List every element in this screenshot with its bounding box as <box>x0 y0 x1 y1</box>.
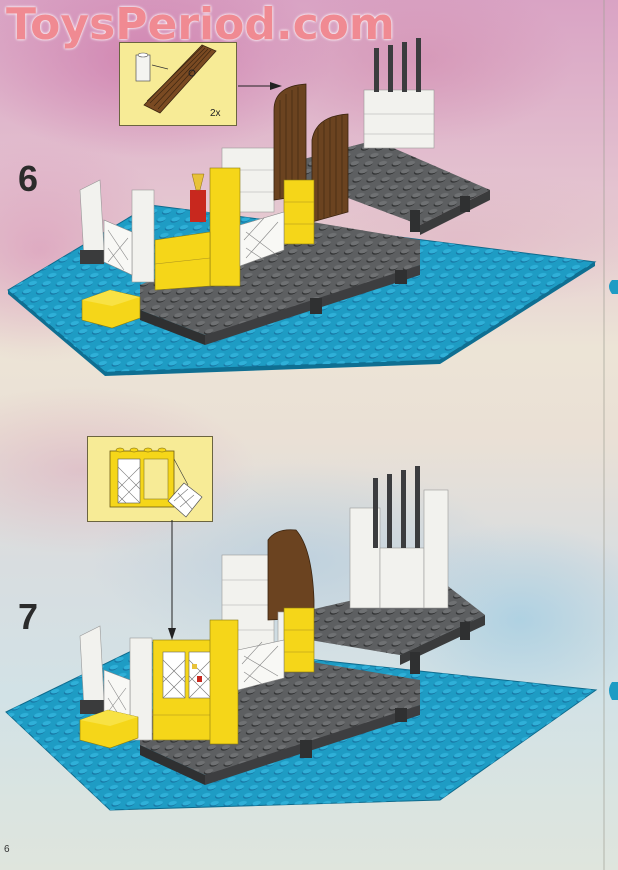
next-page-edge <box>609 280 618 294</box>
yellow-pillar <box>209 167 241 287</box>
step-7-parts-inset <box>87 436 213 522</box>
step-7-model <box>5 466 598 811</box>
antennas <box>374 38 421 92</box>
white-wall-back <box>363 89 435 149</box>
page-number: 6 <box>4 844 10 855</box>
arrow-icon <box>270 82 282 90</box>
quantity-label: 2x <box>210 108 221 119</box>
step-number-6: 6 <box>18 158 39 199</box>
page-fold <box>603 0 605 870</box>
watermark: ToysPeriod.com <box>6 0 395 50</box>
door-hinge-illustration <box>135 44 217 114</box>
step-6-parts-inset: 2x <box>119 42 237 126</box>
step-number-7: 7 <box>18 596 39 637</box>
next-page-edge <box>609 682 618 700</box>
step-6-model <box>7 38 597 376</box>
arrow-icon <box>168 628 176 640</box>
window-illustration <box>109 447 203 518</box>
